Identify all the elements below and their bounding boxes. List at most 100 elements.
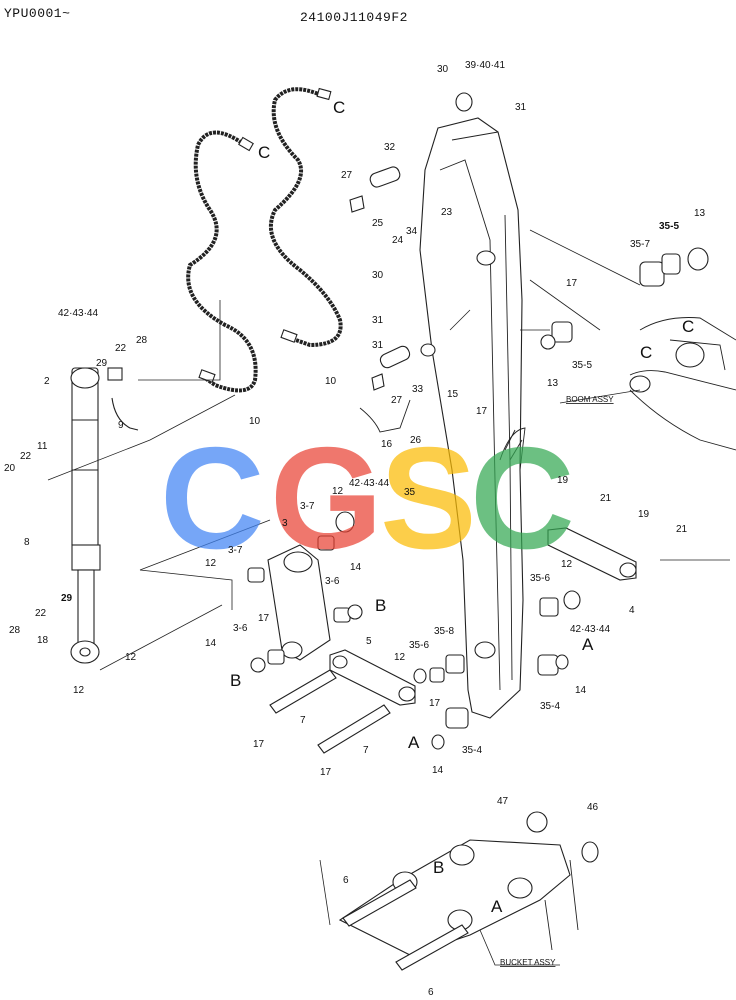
- callout: 14: [205, 638, 217, 649]
- callout: 23: [441, 207, 453, 218]
- callout: 25: [372, 218, 384, 229]
- callout: 31: [515, 102, 527, 113]
- callout: 35-5: [659, 221, 679, 232]
- callout: 39·40·41: [465, 60, 505, 71]
- callout: 3: [282, 518, 288, 529]
- callout: 20: [4, 463, 16, 474]
- watermark: C G S C: [160, 417, 575, 579]
- watermark-letter-1: C: [160, 417, 265, 579]
- connector-c: C: [333, 98, 345, 117]
- callout: 17: [253, 739, 265, 750]
- bushings-right: [413, 590, 581, 750]
- callout: 33: [412, 384, 424, 395]
- drawing-code: YPU0001~: [4, 6, 71, 21]
- callout: 31: [372, 340, 384, 351]
- callout: 17: [476, 406, 488, 417]
- callout: 19: [638, 509, 650, 520]
- callout: 30: [372, 270, 384, 281]
- callout: 27: [341, 170, 353, 181]
- connector-b: B: [433, 858, 444, 877]
- callout: 28: [9, 625, 21, 636]
- callout: 10: [249, 416, 261, 427]
- bucket-assy-label: BUCKET ASSY: [500, 958, 556, 967]
- connector-a: A: [408, 733, 420, 752]
- boom-arm: [419, 117, 526, 719]
- callout: 14: [575, 685, 587, 696]
- pins-7: [269, 669, 391, 754]
- part-number-title: 24100J11049F2: [300, 10, 408, 25]
- connector-c: C: [258, 143, 270, 162]
- callout: 9: [118, 420, 124, 431]
- callout: 47: [497, 796, 509, 807]
- leader-lines: [47, 229, 730, 966]
- callout: 32: [384, 142, 396, 153]
- boom-assy-label: BOOM ASSY: [566, 395, 614, 404]
- callout: 3-7: [300, 501, 315, 512]
- connector-b: B: [375, 596, 386, 615]
- callout: 12: [205, 558, 217, 569]
- callout: 35-4: [462, 745, 482, 756]
- callout: 17: [258, 613, 270, 624]
- callout: 3-6: [325, 576, 340, 587]
- callout: 13: [694, 208, 706, 219]
- callout: 46: [587, 802, 599, 813]
- callout: 21: [676, 524, 688, 535]
- connector-a: A: [582, 635, 594, 654]
- callout: 8: [24, 537, 30, 548]
- callout: 17: [566, 278, 578, 289]
- callout: 12: [394, 652, 406, 663]
- callout: 14: [350, 562, 362, 573]
- callout: 14: [432, 765, 444, 776]
- callout: 7: [300, 715, 306, 726]
- callout: 17: [320, 767, 332, 778]
- hose-right: [269, 87, 343, 348]
- callout: 35-6: [409, 640, 429, 651]
- callout: 12: [125, 652, 137, 663]
- callout: 35-5: [572, 360, 592, 371]
- arm-cylinder: [70, 367, 101, 664]
- hose-left: [186, 130, 258, 393]
- callout: 11: [37, 441, 48, 452]
- callout: 29: [96, 358, 108, 369]
- callout: 22: [20, 451, 32, 462]
- callout: 26: [410, 435, 422, 446]
- callout: 17: [429, 698, 441, 709]
- callout: 5: [366, 636, 372, 647]
- callout: 12: [332, 486, 344, 497]
- callout: 28: [136, 335, 148, 346]
- callout: 42·43·44: [570, 624, 610, 635]
- callout: 10: [325, 376, 337, 387]
- callout: 35-8: [434, 626, 454, 637]
- callout: 35: [404, 487, 416, 498]
- callout: 16: [381, 439, 393, 450]
- connector-c: C: [640, 343, 652, 362]
- callout: 19: [557, 475, 569, 486]
- callout: 24: [392, 235, 404, 246]
- link-4: [547, 527, 637, 581]
- callout: 29: [61, 593, 73, 604]
- bucket-assy: [338, 811, 599, 971]
- callout: 7: [363, 745, 369, 756]
- connector-b: B: [230, 671, 241, 690]
- callout: 35-6: [530, 573, 550, 584]
- callout: 6: [343, 875, 349, 886]
- callout: 4: [629, 605, 635, 616]
- connector-a: A: [491, 897, 503, 916]
- callout: 22: [115, 343, 127, 354]
- callout: 12: [73, 685, 85, 696]
- callout: 3-7: [228, 545, 243, 556]
- watermark-letter-3: S: [380, 417, 477, 579]
- callout: 22: [35, 608, 47, 619]
- callouts: 30 39·40·41 31 32 27 25 24 3 4 23 13 35-5…: [4, 60, 706, 998]
- callout: 6: [428, 987, 434, 998]
- callout: 13: [547, 378, 559, 389]
- callout: 31: [372, 315, 384, 326]
- callout: 27: [391, 395, 403, 406]
- callout: 3-6: [233, 623, 248, 634]
- connector-c: C: [682, 317, 694, 336]
- boom-fittings: [349, 92, 709, 391]
- watermark-letter-4: C: [470, 417, 575, 579]
- boom-assy-part: [559, 317, 736, 451]
